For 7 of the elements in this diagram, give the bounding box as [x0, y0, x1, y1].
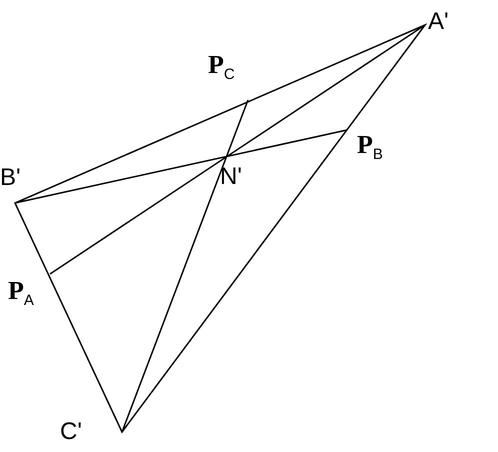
point-label: P$_{B}$	[357, 132, 383, 162]
point-label: B'	[0, 166, 21, 190]
point-label: C'	[60, 420, 82, 444]
point-label: P$_{A}$	[8, 278, 34, 308]
point-label: N'	[220, 165, 242, 189]
point-label: P$_{C}$	[208, 52, 235, 82]
point-label: A'	[428, 10, 449, 34]
